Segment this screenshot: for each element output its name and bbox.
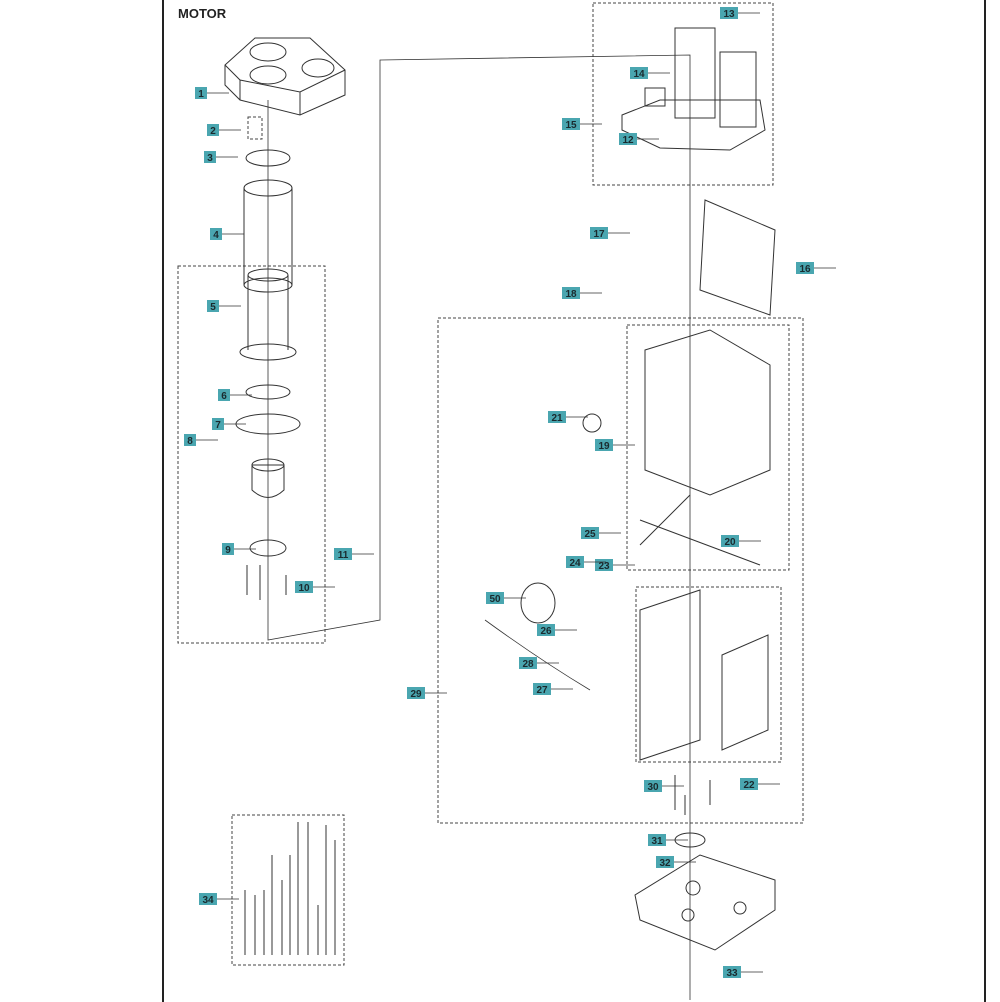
callout-21: 21 xyxy=(548,411,588,424)
svg-text:29: 29 xyxy=(410,689,422,700)
svg-text:1: 1 xyxy=(198,89,204,100)
svg-text:8: 8 xyxy=(187,436,193,447)
svg-text:32: 32 xyxy=(659,858,671,869)
callout-27: 27 xyxy=(533,683,573,696)
part-shell xyxy=(644,329,771,496)
callout-34: 34 xyxy=(199,893,239,906)
page-frame xyxy=(162,0,986,1002)
diagram-title: MOTOR xyxy=(178,6,227,21)
callout-11: 11 xyxy=(334,548,374,561)
svg-text:30: 30 xyxy=(647,782,659,793)
callout-9: 9 xyxy=(222,543,256,556)
callout-50: 50 xyxy=(486,592,526,605)
part-ring-26 xyxy=(520,582,556,624)
callout-14: 14 xyxy=(630,67,670,80)
svg-text:34: 34 xyxy=(202,895,214,906)
svg-text:12: 12 xyxy=(622,135,634,146)
part-top-cover xyxy=(224,37,346,116)
callout-17: 17 xyxy=(590,227,630,240)
svg-text:19: 19 xyxy=(598,441,610,452)
callout-28: 28 xyxy=(519,657,559,670)
part-control-panel xyxy=(639,589,701,761)
svg-text:3: 3 xyxy=(207,153,213,164)
callout-29: 29 xyxy=(407,687,447,700)
callout-10: 10 xyxy=(295,581,335,594)
svg-text:18: 18 xyxy=(565,289,577,300)
callout-16: 16 xyxy=(796,262,836,275)
svg-text:25: 25 xyxy=(584,529,596,540)
callout-4: 4 xyxy=(210,228,244,241)
svg-text:28: 28 xyxy=(522,659,534,670)
group-box-shell xyxy=(626,324,790,571)
part-side-panel xyxy=(699,199,776,316)
svg-text:33: 33 xyxy=(726,968,738,979)
svg-text:31: 31 xyxy=(651,836,663,847)
callout-20: 20 xyxy=(721,535,761,548)
svg-text:4: 4 xyxy=(213,230,219,241)
group-box-screws xyxy=(247,116,263,140)
svg-text:26: 26 xyxy=(540,626,552,637)
svg-text:22: 22 xyxy=(743,780,755,791)
callout-15: 15 xyxy=(562,118,602,131)
svg-text:15: 15 xyxy=(565,120,577,131)
callout-25: 25 xyxy=(581,527,621,540)
part-cover-panel xyxy=(721,634,769,751)
callout-33: 33 xyxy=(723,966,763,979)
svg-text:2: 2 xyxy=(210,126,216,137)
callout-19: 19 xyxy=(595,439,635,452)
callout-32: 32 xyxy=(656,856,696,869)
part-21 xyxy=(582,413,602,433)
svg-text:6: 6 xyxy=(221,391,227,402)
part-cylinder-left xyxy=(674,27,716,119)
svg-text:14: 14 xyxy=(633,69,645,80)
group-box-motor xyxy=(177,265,326,644)
callout-18: 18 xyxy=(562,287,602,300)
svg-text:11: 11 xyxy=(338,550,349,561)
part-frame-wire xyxy=(639,494,761,566)
svg-text:17: 17 xyxy=(593,229,605,240)
callout-6: 6 xyxy=(218,389,252,402)
svg-text:20: 20 xyxy=(724,537,736,548)
callout-12: 12 xyxy=(619,133,659,146)
group-box-panel xyxy=(635,586,782,763)
callout-24: 24 xyxy=(566,556,606,569)
callout-26: 26 xyxy=(537,624,577,637)
callout-1: 1 xyxy=(195,87,229,100)
group-box-top xyxy=(592,2,774,186)
svg-text:7: 7 xyxy=(215,420,221,431)
part-cylinder-right xyxy=(719,51,757,128)
callout-3: 3 xyxy=(204,151,238,164)
callout-31: 31 xyxy=(648,834,688,847)
group-box-housing xyxy=(437,317,804,824)
svg-text:21: 21 xyxy=(551,413,563,424)
callout-13: 13 xyxy=(720,7,760,20)
callout-2: 2 xyxy=(207,124,241,137)
callout-22: 22 xyxy=(740,778,780,791)
callout-8: 8 xyxy=(184,434,218,447)
svg-text:13: 13 xyxy=(723,9,735,20)
svg-text:16: 16 xyxy=(799,264,811,275)
svg-text:27: 27 xyxy=(536,685,548,696)
part-base xyxy=(634,854,776,951)
svg-text:50: 50 xyxy=(489,594,501,605)
part-motor xyxy=(251,464,285,498)
svg-text:5: 5 xyxy=(210,302,216,313)
svg-text:23: 23 xyxy=(598,561,610,572)
callout-30: 30 xyxy=(644,780,684,793)
svg-text:24: 24 xyxy=(569,558,581,569)
svg-text:10: 10 xyxy=(298,583,310,594)
callout-7: 7 xyxy=(212,418,246,431)
group-box-ties xyxy=(231,814,345,966)
part-base-plate xyxy=(621,99,766,151)
svg-text:9: 9 xyxy=(225,545,231,556)
callout-5: 5 xyxy=(207,300,241,313)
